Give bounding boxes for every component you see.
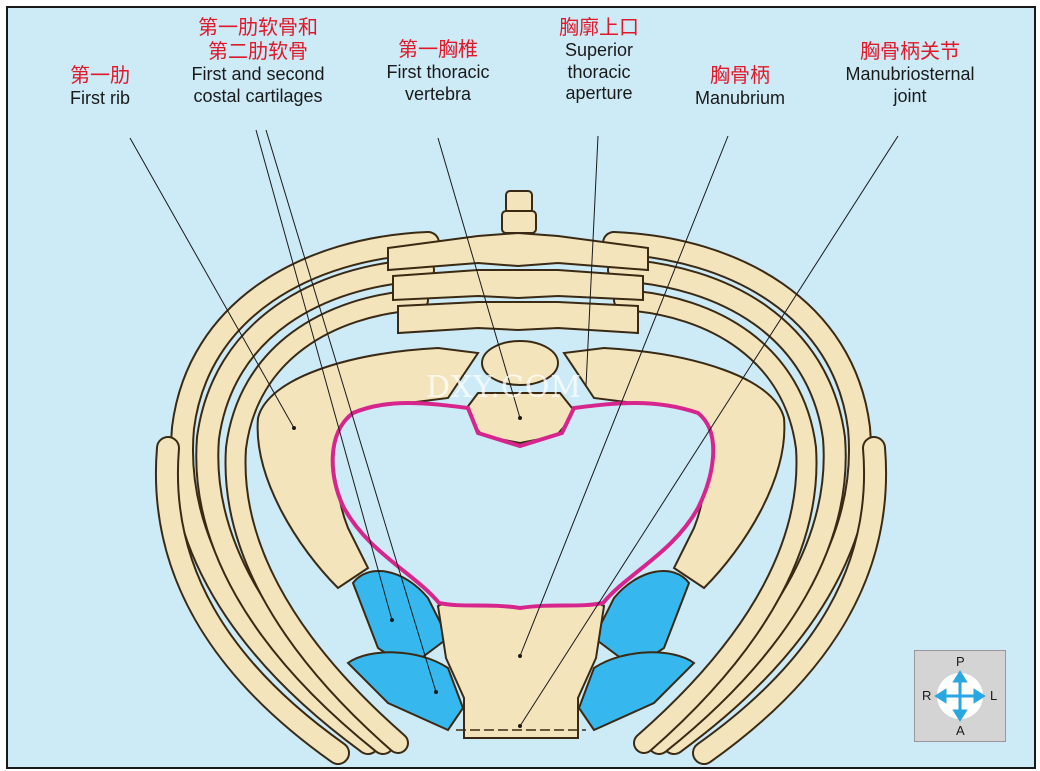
compass-label-a: A xyxy=(956,723,965,738)
thoracic-inlet-illustration xyxy=(129,129,899,765)
superior-thoracic-aperture-outline xyxy=(330,401,716,611)
right-ribs xyxy=(602,231,887,765)
label-dots xyxy=(292,416,522,728)
label-superior-thoracic-aperture: 胸廓上口 Superior thoracic aperture xyxy=(559,17,639,104)
label-first-thoracic-vertebra: 第一胸椎 First thoracic vertebra xyxy=(386,39,490,104)
compass-label-p: P xyxy=(956,654,965,669)
left-ribs xyxy=(155,231,440,765)
costal-cartilages xyxy=(346,570,696,732)
watermark: DXY.COM xyxy=(426,370,583,405)
label-first-rib: 第一肋 First rib xyxy=(70,65,130,108)
label-manubriosternal-joint: 胸骨柄关节 Manubriosternal joint xyxy=(845,41,975,106)
compass-label-l: L xyxy=(990,688,998,703)
label-manubrium: 胸骨柄 Manubrium xyxy=(694,65,786,108)
compass-arrows-icon xyxy=(934,670,986,722)
label-costal-cartilages: 第一肋软骨和 第二肋软骨 First and second costal car… xyxy=(191,17,325,106)
manubrium-shape xyxy=(436,597,606,739)
leader-lines xyxy=(129,129,899,727)
compass-label-r: R xyxy=(922,688,932,703)
diagram-frame: DXY.COM 第一肋 First rib 第一肋软骨和 第二肋软骨 First… xyxy=(6,6,1036,769)
orientation-compass: P A R L xyxy=(914,650,1006,742)
